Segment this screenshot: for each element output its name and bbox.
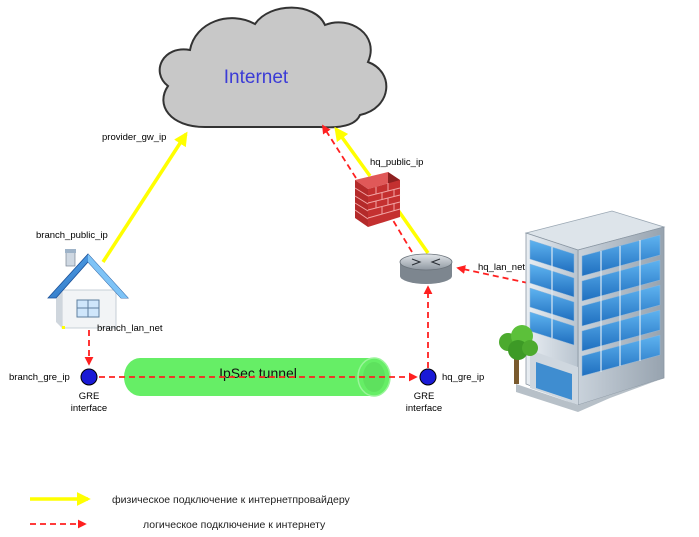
house-icon xyxy=(47,249,129,329)
branch-to-cloud-physical-line xyxy=(101,131,188,263)
router-icon xyxy=(399,253,453,284)
hq-gre-caption-line1: GRE xyxy=(414,391,435,402)
internet-cloud: Internet xyxy=(158,6,388,129)
legend: физическое подключение к интернетпровайд… xyxy=(30,492,351,531)
legend-physical-label: физическое подключение к интернетпровайд… xyxy=(112,494,351,506)
branch-gre-caption-line2: interface xyxy=(71,403,107,414)
firewall-to-cloud-physical-line xyxy=(334,126,372,178)
branch-gre-caption-line1: GRE xyxy=(79,391,100,402)
hq-public-ip-label: hq_public_ip xyxy=(370,157,423,168)
hq-lan-net-label: hq_lan_net xyxy=(478,262,525,273)
cloud-label: Internet xyxy=(224,67,289,88)
branch-lan-net-label: branch_lan_net xyxy=(97,323,163,334)
provider-gw-ip-label: provider_gw_ip xyxy=(102,132,166,143)
logical-links xyxy=(84,124,529,368)
firewall-icon xyxy=(354,172,401,227)
tunnel-body xyxy=(124,358,388,396)
hq-gre-ip-label: hq_gre_ip xyxy=(442,372,484,383)
firewall-to-cloud-logical-line xyxy=(322,124,357,179)
branch-gre-ip-label: branch_gre_ip xyxy=(9,372,70,383)
ipsec-tunnel: IpSec tunnel xyxy=(99,357,418,397)
legend-logical-label: логическое подключение к интернету xyxy=(143,519,326,531)
office-building-icon xyxy=(499,210,666,412)
tunnel-label: IpSec tunnel xyxy=(219,365,297,381)
hq-gre-node xyxy=(419,368,437,386)
hq-gre-caption-line2: interface xyxy=(406,403,442,414)
hq-lan-to-router-logical-line xyxy=(456,265,529,284)
branch-public-ip-label: branch_public_ip xyxy=(36,230,108,241)
cloud-icon xyxy=(158,6,388,129)
branch-gre-node xyxy=(80,368,98,386)
router-to-firewall-logical-line xyxy=(387,210,413,253)
